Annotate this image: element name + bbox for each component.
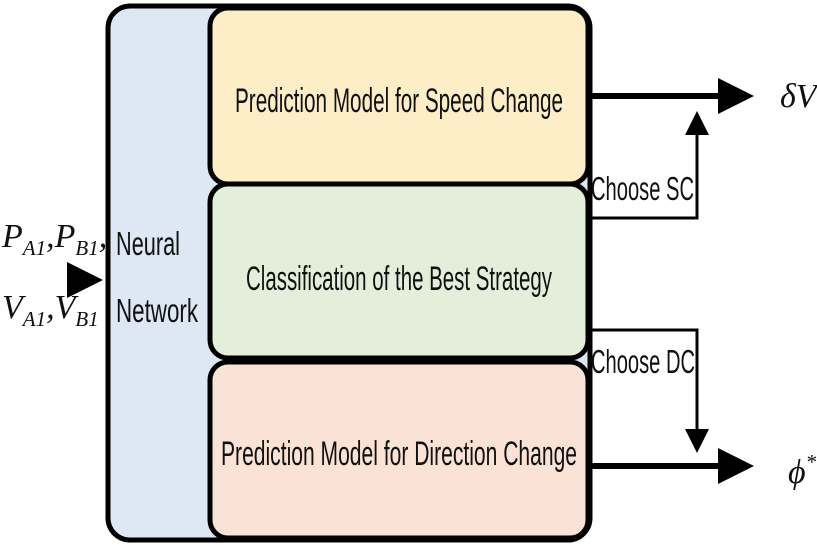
choose-sc-connector	[590, 111, 709, 220]
classification-box	[207, 181, 591, 361]
input-p-a1: P	[1, 218, 23, 255]
choose-dc-connector	[590, 328, 709, 453]
input-comma-2: ,	[99, 218, 108, 255]
direction-output-symbol: ϕ	[788, 454, 806, 491]
input-v-a1-sub: A1	[21, 307, 46, 331]
speed-output-symbol: δV	[780, 78, 817, 115]
neural-network-label-line2: Network	[116, 292, 198, 329]
speed-change-label: Prediction Model for Speed Change	[235, 82, 563, 120]
neural-network-label-line1: Neural	[116, 225, 180, 262]
choose-sc-label: Choose SC	[591, 170, 694, 207]
choose-dc-label: Choose DC	[591, 343, 695, 380]
direction-change-label: Prediction Model for Direction Change	[221, 435, 577, 473]
input-label-line1: PA1,PB1,	[1, 218, 107, 260]
input-label-line2: VA1,VB1	[2, 289, 99, 331]
input-comma-1: ,	[46, 218, 55, 255]
speed-output-label: δV*	[780, 74, 817, 115]
direction-change-box	[207, 359, 591, 541]
direction-output-star: *	[806, 450, 817, 474]
input-p-b1-sub: B1	[75, 236, 98, 260]
input-p-a1-sub: A1	[21, 236, 46, 260]
input-v-b1-sub: B1	[75, 307, 98, 331]
direction-output-label: ϕ*	[788, 450, 817, 491]
input-p-b1: P	[54, 218, 76, 255]
input-comma-3: ,	[46, 289, 55, 326]
classification-label: Classification of the Best Strategy	[246, 260, 552, 298]
